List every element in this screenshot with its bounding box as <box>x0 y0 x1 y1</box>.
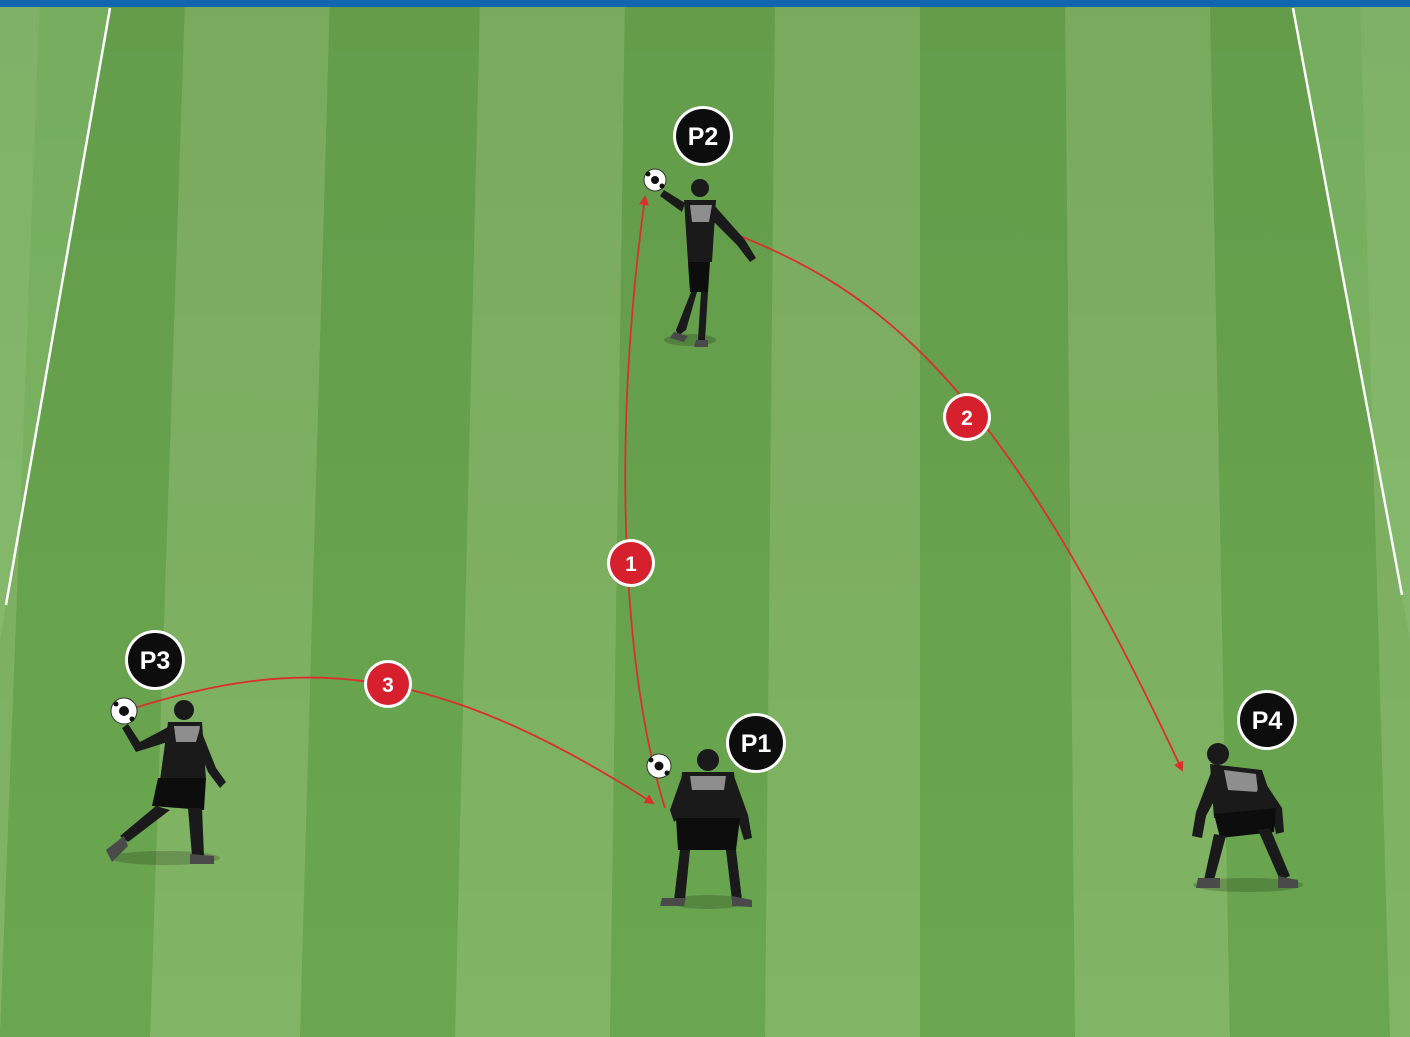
player-label-p3: P3 <box>140 647 171 675</box>
player-label-p2: P2 <box>688 123 719 151</box>
top-bar <box>0 0 1410 7</box>
step-label-3: 3 <box>382 674 394 697</box>
player-badge-p4: P4 <box>1237 690 1297 750</box>
player-label-p4: P4 <box>1252 707 1283 735</box>
player-label-p1: P1 <box>741 730 772 758</box>
ball-p3 <box>111 698 137 724</box>
ball-p1 <box>647 754 671 778</box>
step-label-2: 2 <box>961 407 973 430</box>
ball-p2 <box>644 169 666 191</box>
player-badge-p2: P2 <box>673 106 733 166</box>
step-badge-2: 2 <box>943 393 991 441</box>
step-label-1: 1 <box>625 553 637 576</box>
step-badge-3: 3 <box>364 660 412 708</box>
step-badge-1: 1 <box>607 539 655 587</box>
player-badge-p1: P1 <box>726 713 786 773</box>
player-badge-p3: P3 <box>125 630 185 690</box>
